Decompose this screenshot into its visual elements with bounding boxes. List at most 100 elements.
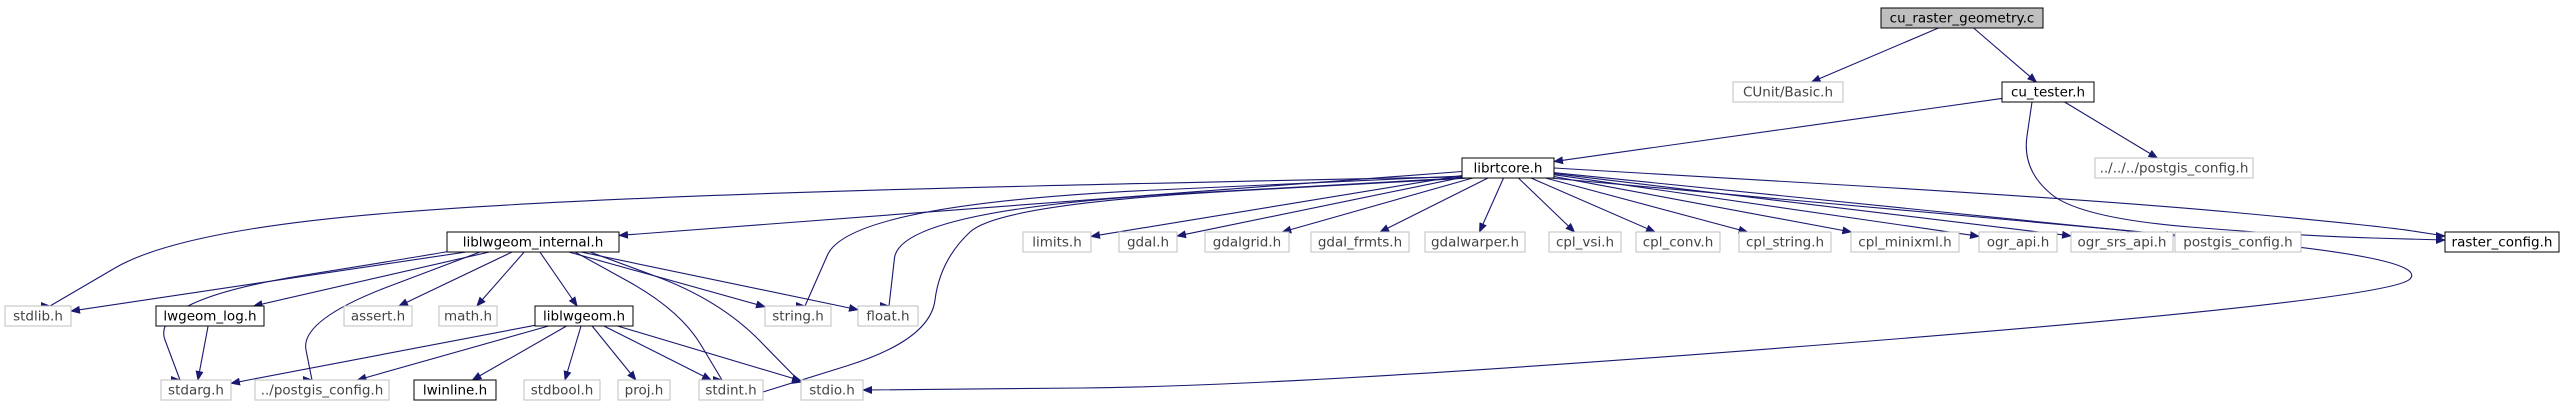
node-box [1118, 231, 1178, 253]
edge-liblwgeom_internal_h-to-stdio_h [589, 251, 802, 384]
node-gdal_frmts_h: gdal_frmts.h [1310, 231, 1410, 253]
node-postgis_config_up1: ../postgis_config.h [254, 379, 390, 401]
node-box [1310, 231, 1410, 253]
node-stdlib_h: stdlib.h [4, 305, 72, 327]
node-label: cpl_vsi.h [1556, 235, 1614, 251]
edge-cu_raster_geometry_c-to-cu_tester_h [1973, 27, 2038, 83]
edge-librtcore_h-to-gdalwarper_h [1478, 177, 1505, 233]
node-label: stdio.h [809, 383, 855, 399]
edge-cu_tester_h-to-librtcore_h [1553, 97, 2003, 165]
node-box [1424, 231, 1526, 253]
edge-librtcore_h-to-cpl_minixml_h [1553, 176, 1853, 235]
node-box [764, 305, 832, 327]
edge-liblwgeom_internal_h-to-float_h [580, 251, 859, 312]
node-lwinline_h[interactable]: lwinline.h [413, 379, 497, 401]
edge-lwgeom_log_h-to-stdarg_h [195, 325, 209, 381]
node-label: cu_raster_geometry.c [1890, 11, 2035, 27]
node-label: liblwgeom_internal.h [463, 235, 604, 251]
node-cunit_basic_h: CUnit/Basic.h [1732, 81, 1844, 103]
node-box [438, 305, 498, 327]
node-box [617, 379, 671, 401]
edge-liblwgeom_internal_h-to-assert_h [398, 251, 513, 307]
edge-librtcore_h-to-gdalgrid_h [1281, 177, 1473, 234]
edge-liblwgeom_h-to-stdarg_h [230, 324, 536, 386]
edge-librtcore_h-to-ogr_api_h [1553, 174, 1980, 240]
node-raster_config_h[interactable]: raster_config.h [2444, 231, 2560, 253]
node-label: cpl_minixml.h [1858, 235, 1951, 251]
edge-liblwgeom_h-to-proj_h [591, 325, 637, 381]
node-box [413, 379, 497, 401]
node-label: stdlib.h [13, 309, 63, 325]
node-ogr_srs_api_h: ogr_srs_api.h [2070, 231, 2174, 253]
node-box [1732, 81, 1844, 103]
node-label: lwinline.h [423, 383, 487, 399]
node-label: liblwgeom.h [543, 309, 625, 325]
node-box [1738, 231, 1832, 253]
node-cu_raster_geometry_c[interactable]: cu_raster_geometry.c [1880, 7, 2044, 29]
node-box [1850, 231, 1960, 253]
edge-liblwgeom_internal_h-to-math_h [476, 251, 525, 307]
node-label: cu_tester.h [2011, 85, 2085, 101]
node-box [698, 379, 764, 401]
node-label: stdbool.h [531, 383, 594, 399]
node-librtcore_h[interactable]: librtcore.h [1461, 157, 1555, 179]
node-box [1461, 157, 1555, 179]
node-label: cpl_conv.h [1643, 235, 1714, 251]
node-gdalwarper_h: gdalwarper.h [1424, 231, 1526, 253]
node-label: gdalgrid.h [1213, 235, 1281, 251]
node-label: ../postgis_config.h [261, 383, 384, 399]
edge-cu_raster_geometry_c-to-cunit_basic_h [1810, 27, 1939, 83]
edge-librtcore_h-to-gdal_h [1176, 176, 1463, 239]
edge-liblwgeom_h-to-stdint_h [603, 325, 713, 381]
node-cu_tester_h[interactable]: cu_tester.h [2001, 81, 2095, 103]
node-ogr_api_h: ogr_api.h [1978, 231, 2058, 253]
edge-liblwgeom_h-to-stdbool_h [563, 325, 582, 381]
node-label: gdal.h [1127, 235, 1169, 251]
edge-cu_tester_h-to-postgis_config_up3 [2064, 101, 2159, 159]
node-cpl_vsi_h: cpl_vsi.h [1548, 231, 1622, 253]
edge-liblwgeom_internal_h-to-postgis_config_up1 [305, 251, 481, 381]
node-box [160, 379, 232, 401]
edge-liblwgeom_h-to-lwinline_h [471, 325, 567, 381]
edge-liblwgeom_internal_h-to-string_h [568, 251, 766, 309]
node-box [857, 305, 919, 327]
edge-librtcore_h-to-limits_h [1090, 175, 1463, 239]
edge-librtcore_h-to-stdint_h [762, 177, 1471, 394]
node-liblwgeom_internal_h[interactable]: liblwgeom_internal.h [446, 231, 620, 253]
node-box [2094, 157, 2254, 179]
node-lwgeom_log_h[interactable]: lwgeom_log.h [155, 305, 265, 327]
node-label: cpl_string.h [1746, 235, 1824, 251]
node-assert_h: assert.h [343, 305, 413, 327]
node-box [800, 379, 864, 401]
edge-liblwgeom_internal_h-to-liblwgeom_h [539, 251, 578, 307]
node-box [1635, 231, 1721, 253]
edge-librtcore_h-to-raster_config_h [1553, 167, 2446, 239]
node-proj_h: proj.h [617, 379, 671, 401]
node-label: proj.h [625, 383, 664, 399]
node-string_h: string.h [764, 305, 832, 327]
node-box [2174, 231, 2302, 253]
node-float_h: float.h [857, 305, 919, 327]
node-liblwgeom_h[interactable]: liblwgeom.h [534, 305, 634, 327]
node-label: float.h [866, 309, 909, 325]
edge-liblwgeom_h-to-stdio_h [617, 325, 802, 383]
node-label: math.h [444, 309, 492, 325]
node-box [534, 305, 634, 327]
node-box [2444, 231, 2560, 253]
node-box [343, 305, 413, 327]
node-label: ../../../postgis_config.h [2100, 161, 2249, 177]
node-label: ogr_api.h [1987, 235, 2050, 251]
node-box [446, 231, 620, 253]
edge-librtcore_h-to-cpl_vsi_h [1518, 177, 1576, 233]
node-label: gdal_frmts.h [1318, 235, 1402, 251]
node-box [1204, 231, 1290, 253]
edge-librtcore_h-to-cpl_conv_h [1530, 177, 1656, 233]
node-label: limits.h [1032, 235, 1082, 251]
node-gdalgrid_h: gdalgrid.h [1204, 231, 1290, 253]
node-cpl_conv_h: cpl_conv.h [1635, 231, 1721, 253]
edge-liblwgeom_internal_h-to-stdint_h [574, 251, 723, 381]
node-box [1022, 231, 1092, 253]
edge-librtcore_h-to-gdal_frmts_h [1379, 177, 1489, 233]
node-cpl_string_h: cpl_string.h [1738, 231, 1832, 253]
